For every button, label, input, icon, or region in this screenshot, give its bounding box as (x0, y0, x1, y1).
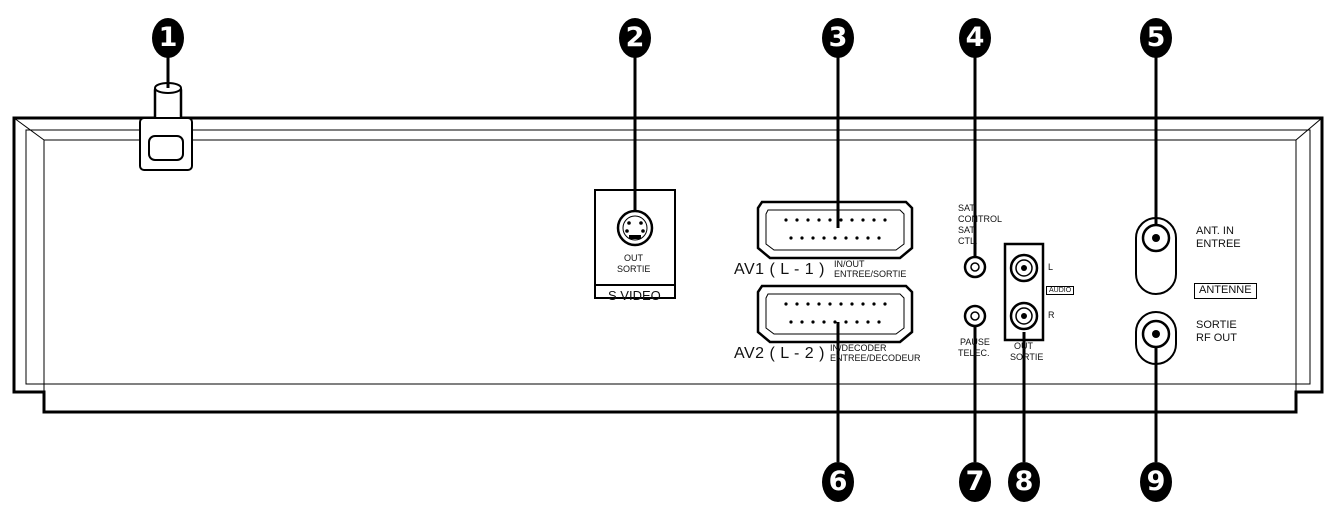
scart-pin (833, 236, 837, 240)
scart-pin (789, 320, 793, 324)
scart-pin (822, 236, 826, 240)
av2-entree-decodeur-label: ENTREE/DECODEUR (830, 353, 921, 363)
callout-9-badge: 9 (1140, 462, 1172, 502)
scart-pin (872, 302, 876, 306)
scart-pins (784, 218, 887, 324)
scart-pin (839, 218, 843, 222)
callout-6-badge: 6 (822, 462, 854, 502)
av1-name-label: AV1 ( L - 1 ) (734, 261, 825, 278)
scart-pin (850, 218, 854, 222)
scart-pin (795, 218, 799, 222)
scart-pin (828, 218, 832, 222)
scart-pin (883, 302, 887, 306)
scart-pin (883, 218, 887, 222)
scart-av2-connector (756, 284, 914, 344)
scart-pin (839, 302, 843, 306)
av1-entree-sortie-label: ENTREE/SORTIE (834, 269, 907, 279)
audio-badge-label: AUDIO (1046, 286, 1075, 296)
antenne-label: ANTENNE (1194, 283, 1257, 299)
scart-pin (817, 218, 821, 222)
callout-3-badge: 3 (822, 18, 854, 58)
scart-pin (800, 320, 804, 324)
bevel-corner-tl (13, 117, 45, 141)
scart-pin (784, 218, 788, 222)
scart-pin (861, 302, 865, 306)
av2-name-label: AV2 ( L - 2 ) (734, 345, 825, 362)
sat-control-jack (963, 255, 987, 279)
scart-pin (866, 320, 870, 324)
audio-out-jacks (1003, 242, 1045, 342)
scart-pin (850, 302, 854, 306)
s-video-title-label: S VIDEO (608, 288, 661, 303)
audio-l-label: L (1048, 262, 1054, 272)
scart-pin (795, 302, 799, 306)
s-video-sortie-label: SORTIE (617, 264, 651, 274)
sat-control-label-3: SAT (958, 225, 975, 235)
scart-pin (866, 236, 870, 240)
scart-pin (833, 320, 837, 324)
av1-inout-label: IN/OUT (834, 259, 865, 269)
scart-pin (784, 302, 788, 306)
pause-label-1: PAUSE (960, 337, 990, 347)
chassis-inner-bevel (25, 129, 1311, 385)
scart-pin (877, 320, 881, 324)
callout-1-badge: 1 (152, 18, 184, 58)
scart-pin (872, 218, 876, 222)
callout-8-badge: 8 (1008, 462, 1040, 502)
sat-control-label-1: SAT (958, 203, 975, 213)
scart-pin (877, 236, 881, 240)
sat-control-label-4: CTL. (958, 236, 978, 246)
rf-out-jack (1135, 311, 1177, 365)
scart-av1-connector (756, 200, 914, 260)
callout-5-badge: 5 (1140, 18, 1172, 58)
pause-jack (963, 304, 987, 328)
s-video-out-label: OUT (624, 253, 643, 263)
audio-r-label: R (1048, 310, 1055, 320)
power-cord (139, 82, 193, 171)
scart-pin (861, 218, 865, 222)
leader-lines (166, 56, 1158, 462)
scart-pin (811, 320, 815, 324)
scart-pin (800, 236, 804, 240)
rf-out-label-1: SORTIE (1196, 319, 1237, 331)
scart-pin (844, 236, 848, 240)
scart-pin (828, 302, 832, 306)
scart-pin (806, 302, 810, 306)
scart-pin (822, 320, 826, 324)
scart-pin (844, 320, 848, 324)
bevel-corner-tr (1295, 117, 1323, 141)
antenna-in-jack (1135, 217, 1177, 295)
callout-2-badge: 2 (619, 18, 651, 58)
audio-out-label-1: OUT (1014, 341, 1033, 351)
scart-pin (789, 236, 793, 240)
scart-pin (811, 236, 815, 240)
scart-pin (855, 320, 859, 324)
callout-7-badge: 7 (959, 462, 991, 502)
ant-in-label-1: ANT. IN (1196, 225, 1234, 237)
rf-out-label-2: RF OUT (1196, 332, 1237, 344)
av2-decoder-label: IN/DECODER (830, 343, 887, 353)
audio-out-label-2: SORTIE (1010, 352, 1044, 362)
sat-control-label-2: CONTROL (958, 214, 1003, 224)
pause-label-2: TELEC. (958, 348, 990, 358)
callout-4-badge: 4 (959, 18, 991, 58)
ant-in-label-2: ENTREE (1196, 238, 1241, 250)
scart-pin (806, 218, 810, 222)
scart-pin (817, 302, 821, 306)
scart-pin (855, 236, 859, 240)
